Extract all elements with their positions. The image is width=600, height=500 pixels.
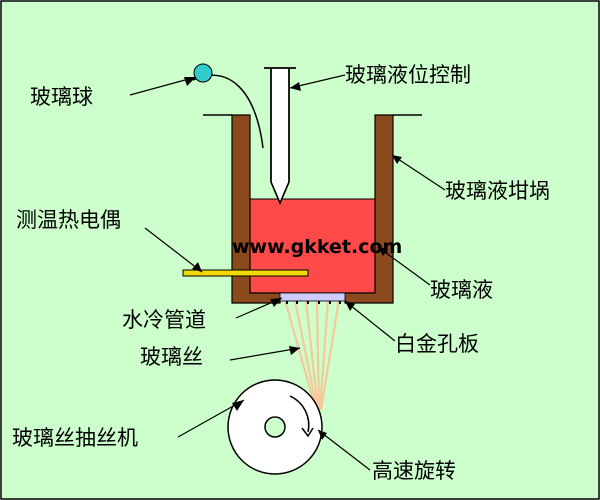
label-glass-fiber: 玻璃丝: [140, 345, 203, 369]
label-glass-ball: 玻璃球: [30, 85, 93, 109]
leader-glass-fiber: [229, 347, 301, 361]
label-water-cooling: 水冷管道: [122, 308, 206, 332]
fiber-strand: [304, 299, 320, 411]
leader-bushing: [344, 300, 396, 342]
label-crucible: 玻璃液坩埚: [445, 179, 550, 203]
leader-glass-liquid: [377, 246, 431, 286]
fiber-strand: [315, 299, 321, 411]
leader-arrowheads: [184, 77, 402, 440]
label-level-control: 玻璃液位控制: [345, 63, 471, 87]
label-glass-liquid: 玻璃液: [430, 278, 493, 302]
label-thermocouple: 测温热电偶: [16, 208, 121, 232]
platinum-bushing: [279, 292, 346, 302]
label-platinum-bushing: 白金孔板: [395, 332, 479, 356]
glass-ball: [193, 63, 213, 83]
thermocouple-bar: [182, 269, 309, 277]
rotation-arrow: [289, 395, 310, 433]
leader-drawing-machine: [177, 399, 245, 438]
drawing-machine-hub: [264, 416, 286, 438]
label-drawing-machine: 玻璃丝抽丝机: [12, 426, 138, 450]
fiber-strand: [319, 299, 341, 411]
glass-fibers: [283, 299, 341, 411]
leader-crucible: [391, 154, 446, 191]
label-high-speed-rotation: 高速旋转: [372, 459, 456, 483]
fiber-strand: [318, 299, 330, 411]
bushing-nozzles: [286, 301, 341, 304]
leader-rotation: [317, 429, 371, 471]
fiber-strand: [293, 299, 319, 411]
crucible: [231, 114, 394, 304]
leader-thermocouple: [144, 227, 203, 273]
watermark-text: www.gkket.com: [232, 236, 402, 258]
fiber-strand: [283, 299, 318, 411]
